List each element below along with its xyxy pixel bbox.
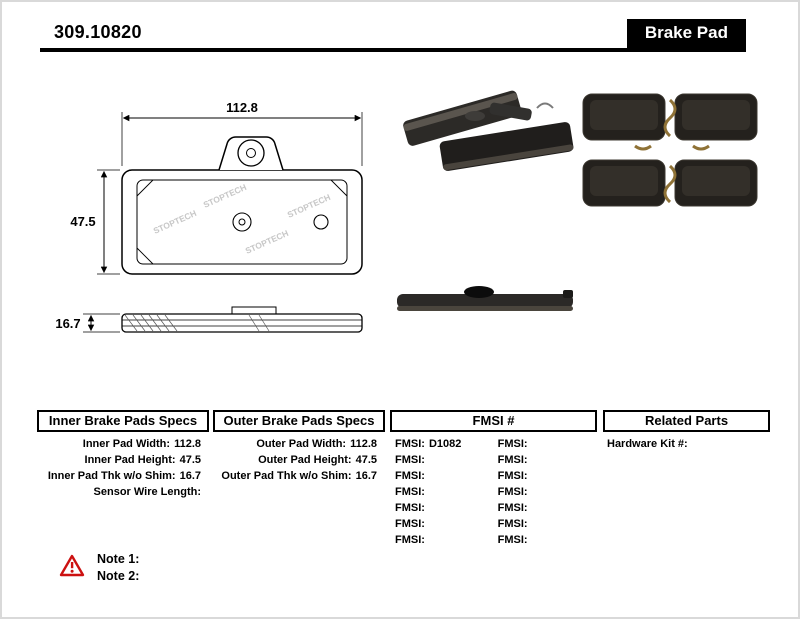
fmsi-label: FMSI: [395, 438, 425, 450]
fmsi-row: FMSI: FMSI: [390, 484, 597, 500]
related-parts-header: Related Parts [603, 410, 770, 432]
spec-row: Inner Pad Thk w/o Shim:16.7 [37, 468, 209, 484]
fmsi-label: FMSI: [395, 454, 425, 466]
part-number: 309.10820 [54, 22, 142, 42]
fmsi-row: FMSI: FMSI: [390, 532, 597, 548]
fmsi-header: FMSI # [390, 410, 597, 432]
spec-label: Inner Pad Height: [84, 454, 176, 466]
fmsi-row: FMSI:D1082 FMSI: [390, 436, 597, 452]
height-dimension-label: 47.5 [70, 214, 95, 229]
svg-text:STOPTECH: STOPTECH [202, 182, 248, 210]
spec-row: Outer Pad Width:112.8 [213, 436, 385, 452]
fmsi-label: FMSI: [497, 518, 528, 530]
spec-label: Inner Pad Thk w/o Shim: [47, 470, 176, 482]
fmsi-value: D1082 [428, 438, 462, 450]
fmsi-label: FMSI: [497, 438, 528, 450]
width-dimension-label: 112.8 [226, 100, 258, 115]
pad-front-view [121, 136, 363, 275]
spec-value: 47.5 [179, 454, 201, 466]
product-photos [397, 90, 758, 311]
svg-text:STOPTECH: STOPTECH [244, 228, 290, 256]
spec-value: 47.5 [355, 454, 377, 466]
header: 309.10820 Brake Pad [40, 18, 746, 52]
spec-label: Outer Pad Width: [256, 438, 347, 450]
spec-label: Outer Pad Height: [258, 454, 352, 466]
note-1: Note 1: [97, 552, 140, 566]
fmsi-row: FMSI: FMSI: [390, 468, 597, 484]
category-badge: Brake Pad [626, 19, 746, 48]
spec-value: 16.7 [355, 470, 377, 482]
fmsi-label: FMSI: [497, 454, 528, 466]
pad-edge-view [121, 306, 363, 333]
spec-row: Inner Pad Width:112.8 [37, 436, 209, 452]
spec-row: Hardware Kit #: [603, 436, 770, 452]
fmsi-column: FMSI # FMSI:D1082 FMSI: FMSI: FMSI: FMSI… [390, 410, 597, 548]
spec-value: 112.8 [174, 438, 201, 450]
spec-value: 16.7 [179, 470, 201, 482]
fmsi-row: FMSI: FMSI: [390, 452, 597, 468]
fmsi-label: FMSI: [395, 534, 425, 546]
inner-specs-header: Inner Brake Pads Specs [37, 410, 209, 432]
spec-row: Inner Pad Height:47.5 [37, 452, 209, 468]
fmsi-label: FMSI: [395, 486, 425, 498]
fmsi-row: FMSI: FMSI: [390, 500, 597, 516]
fmsi-label: FMSI: [395, 518, 425, 530]
fmsi-row: FMSI: FMSI: [390, 516, 597, 532]
hardware-clips [634, 98, 710, 204]
note-2: Note 2: [97, 569, 140, 583]
spec-label: Sensor Wire Length: [93, 486, 201, 498]
fmsi-label: FMSI: [395, 470, 425, 482]
fmsi-label: FMSI: [497, 502, 528, 514]
width-dimension: 112.8 [121, 100, 363, 166]
height-dimension: 47.5 [70, 169, 120, 275]
spec-row: Outer Pad Height:47.5 [213, 452, 385, 468]
spec-label: Outer Pad Thk w/o Shim: [221, 470, 352, 482]
outer-specs-column: Outer Brake Pads Specs Outer Pad Width:1… [213, 410, 385, 484]
photo-pad-grid [582, 93, 758, 207]
spec-label: Hardware Kit #: [607, 438, 688, 450]
fmsi-label: FMSI: [395, 502, 425, 514]
spec-value: 112.8 [350, 438, 377, 450]
spec-label: Inner Pad Width: [82, 438, 171, 450]
fmsi-label: FMSI: [497, 470, 528, 482]
svg-text:STOPTECH: STOPTECH [152, 208, 198, 236]
related-parts-column: Related Parts Hardware Kit #: [603, 410, 770, 452]
notes-section: Note 1: Note 2: [59, 551, 139, 585]
photo-pad-edge [397, 286, 573, 311]
thickness-dimension: 16.7 [55, 313, 120, 333]
spec-row: Sensor Wire Length: [37, 484, 209, 500]
warning-triangle-icon [59, 554, 85, 577]
spec-row: Outer Pad Thk w/o Shim:16.7 [213, 468, 385, 484]
spec-tables: Inner Brake Pads Specs Inner Pad Width:1… [37, 410, 770, 555]
fmsi-label: FMSI: [497, 486, 528, 498]
outer-specs-header: Outer Brake Pads Specs [213, 410, 385, 432]
inner-specs-column: Inner Brake Pads Specs Inner Pad Width:1… [37, 410, 209, 500]
technical-drawing: 112.8 47.5 STOPTECH STOPTECH S [55, 100, 363, 333]
fmsi-label: FMSI: [497, 534, 528, 546]
photo-pad-set [403, 90, 574, 171]
thickness-dimension-label: 16.7 [55, 316, 80, 331]
